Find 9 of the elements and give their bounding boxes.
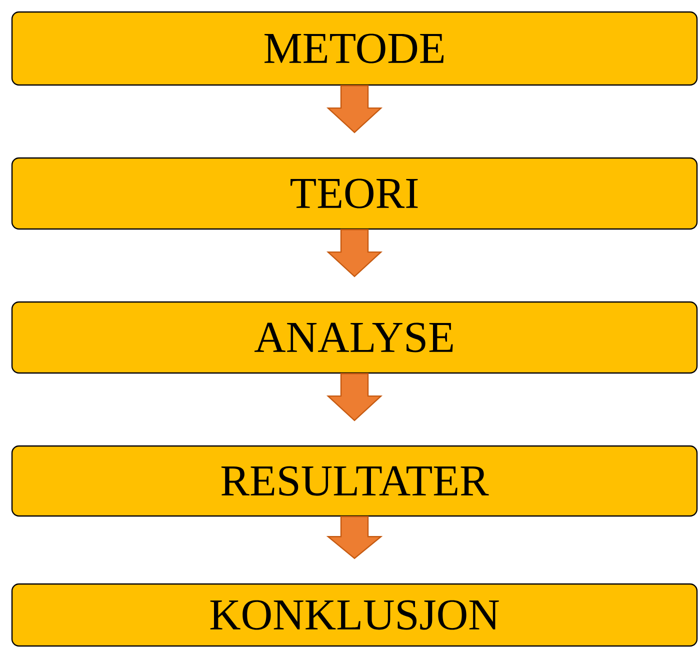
block-arrow — [326, 372, 383, 422]
block-arrow — [326, 229, 383, 278]
process-box: TEORI — [11, 157, 698, 230]
block-arrow — [326, 516, 383, 560]
process-box: ANALYSE — [11, 301, 698, 374]
process-box: KONKLUSJON — [11, 583, 698, 647]
process-box: METODE — [11, 11, 698, 86]
process-box: RESULTATER — [11, 445, 698, 517]
block-arrow — [326, 85, 383, 134]
